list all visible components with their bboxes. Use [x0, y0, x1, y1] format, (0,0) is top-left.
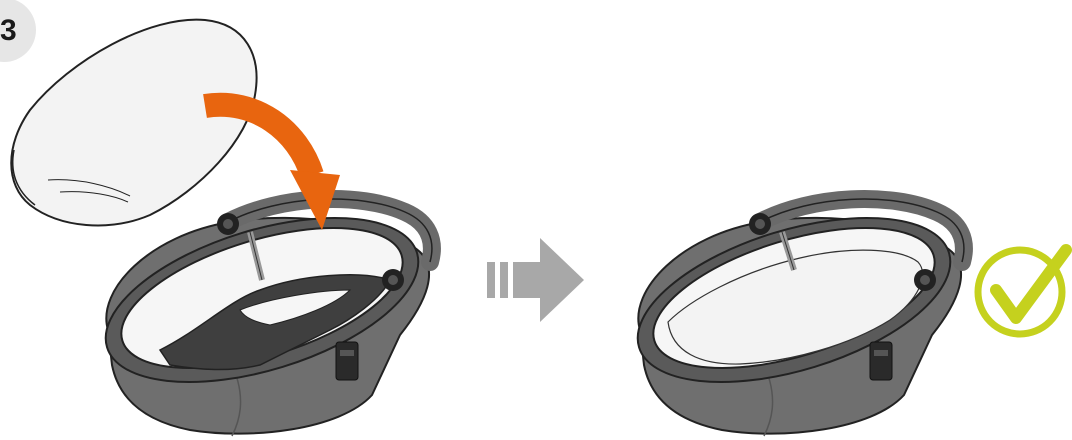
next-step-arrow-icon: [487, 238, 584, 322]
left-bassinet: [87, 186, 438, 436]
right-bassinet: [619, 186, 970, 436]
mattress-illustration: [11, 20, 256, 226]
checkmark-circle-icon: [978, 250, 1066, 334]
